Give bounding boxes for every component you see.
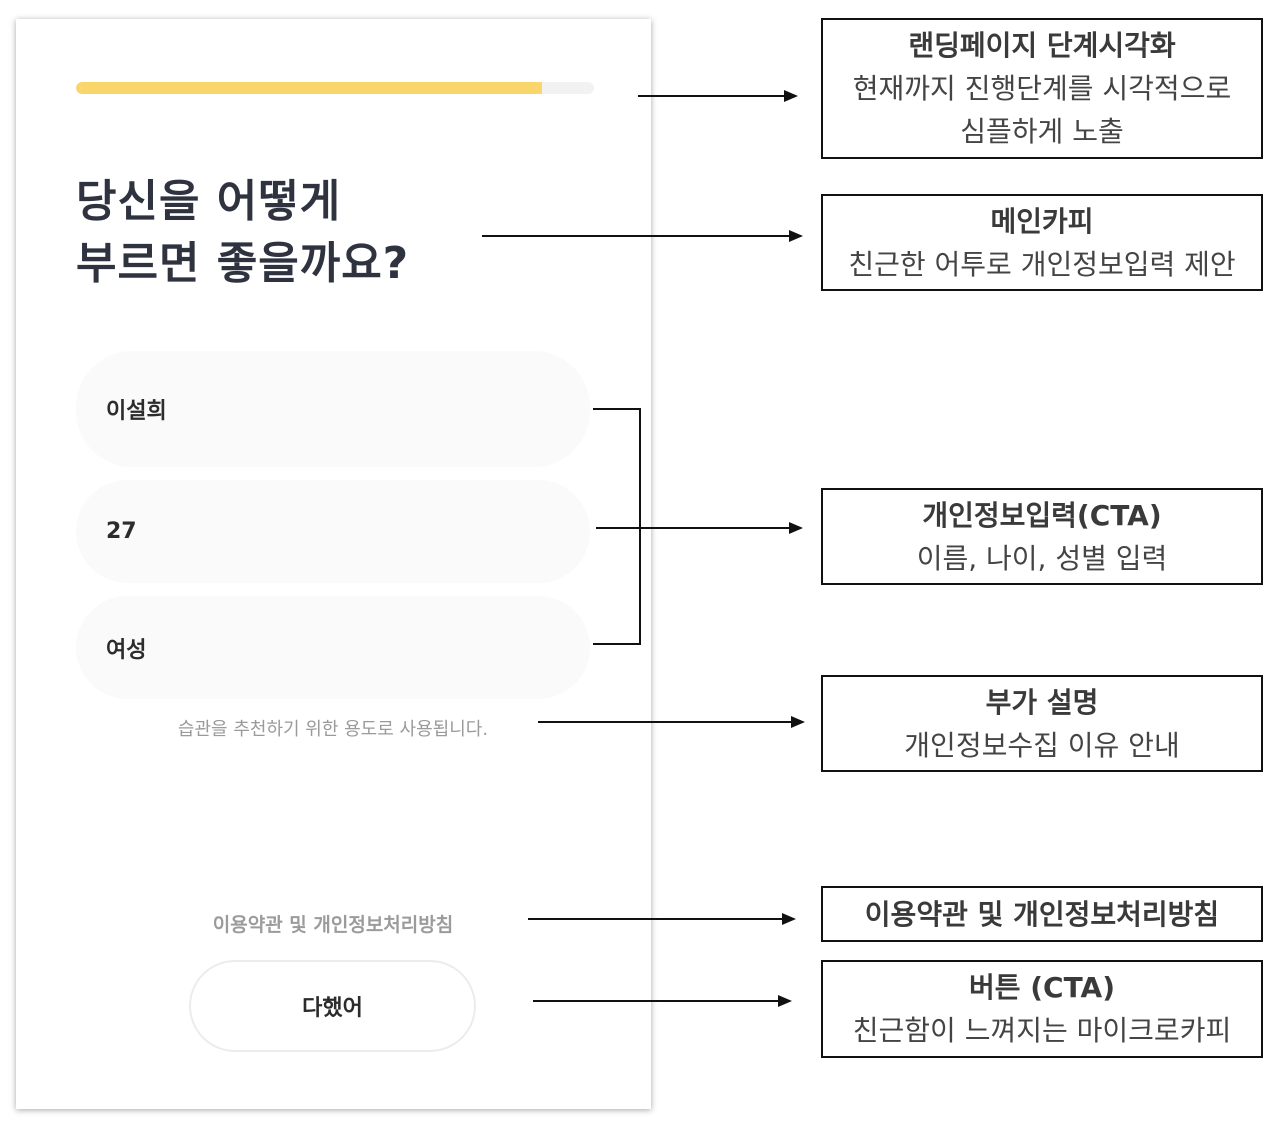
done-button-label: 다했어 <box>302 996 363 1021</box>
terms-link[interactable]: 이용약관 및 개인정보처리방침 <box>212 914 454 936</box>
phone-screen: 당신을 어떻게 부르면 좋을까요? 이설희 27 여성 습관을 추천하기 위한 … <box>16 19 651 1109</box>
annotation-personal-input: 개인정보입력(CTA) 이름, 나이, 성별 입력 <box>821 488 1263 585</box>
privacy-notice: 습관을 추천하기 위한 용도로 사용됩니다. <box>177 719 489 740</box>
bracket-fields <box>593 408 641 645</box>
headline-line-2: 부르면 좋을까요? <box>76 238 410 289</box>
name-value: 이설희 <box>106 399 167 424</box>
annotation-main-copy-title: 메인카피 <box>990 204 1094 238</box>
annotation-notice-title: 부가 설명 <box>985 685 1099 719</box>
annotation-progress-body: 현재까지 진행단계를 시각적으로 <box>852 72 1232 105</box>
progress-bar <box>76 82 594 94</box>
gender-input[interactable]: 여성 <box>76 596 590 699</box>
progress-fill <box>76 82 543 94</box>
annotation-button-body: 친근함이 느껴지는 마이크로카피 <box>852 1014 1232 1047</box>
annotation-terms: 이용약관 및 개인정보처리방침 <box>821 886 1263 942</box>
annotation-progress-body-2: 심플하게 노출 <box>960 115 1124 148</box>
done-button[interactable]: 다했어 <box>189 960 476 1052</box>
annotation-terms-title: 이용약관 및 개인정보처리방침 <box>864 897 1220 931</box>
page-title: 당신을 어떻게 부르면 좋을까요? <box>76 171 596 295</box>
annotation-notice: 부가 설명 개인정보수집 이유 안내 <box>821 675 1263 772</box>
annotation-personal-input-body: 이름, 나이, 성별 입력 <box>916 541 1168 575</box>
annotation-progress: 랜딩페이지 단계시각화 현재까지 진행단계를 시각적으로 심플하게 노출 <box>821 18 1263 159</box>
annotation-main-copy-body: 친근한 어투로 개인정보입력 제안 <box>848 247 1236 281</box>
annotation-notice-body: 개인정보수집 이유 안내 <box>904 728 1180 762</box>
name-input[interactable]: 이설희 <box>76 351 590 467</box>
age-value: 27 <box>106 519 137 544</box>
annotation-button-title: 버튼 (CTA) <box>968 971 1115 1004</box>
headline-line-1: 당신을 어떻게 <box>76 176 342 227</box>
annotation-personal-input-title: 개인정보입력(CTA) <box>922 498 1162 532</box>
annotation-button: 버튼 (CTA) 친근함이 느껴지는 마이크로카피 <box>821 960 1263 1058</box>
annotation-main-copy: 메인카피 친근한 어투로 개인정보입력 제안 <box>821 194 1263 291</box>
age-input[interactable]: 27 <box>76 480 590 583</box>
annotation-progress-title: 랜딩페이지 단계시각화 <box>908 29 1176 62</box>
gender-value: 여성 <box>106 637 147 663</box>
